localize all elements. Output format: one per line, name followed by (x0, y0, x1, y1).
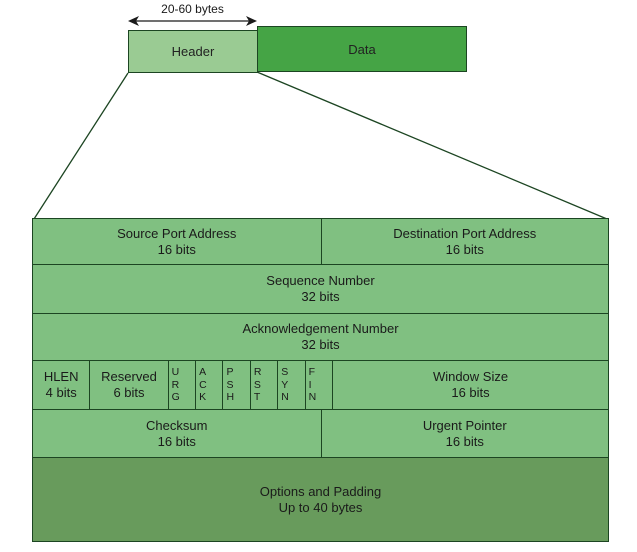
right-arrowhead-icon (246, 16, 257, 26)
field-size: 16 bits (445, 241, 484, 257)
table-row-sequence: Sequence Number 32 bits (33, 264, 608, 313)
field-reserved: Reserved 6 bits (89, 361, 167, 409)
table-row-flags: HLEN 4 bits Reserved 6 bits URG ACK PSH … (33, 360, 608, 409)
left-arrowhead-icon (128, 16, 139, 26)
field-name: Urgent Pointer (422, 417, 507, 433)
flag-label: FIN (308, 366, 317, 404)
table-row-checksum: Checksum 16 bits Urgent Pointer 16 bits (33, 409, 608, 457)
flag-psh: PSH (222, 361, 249, 409)
flag-rst: RST (249, 361, 277, 409)
flag-label: RST (253, 366, 262, 404)
left-connector-line (33, 72, 129, 220)
field-size: 6 bits (113, 385, 145, 400)
field-size: 16 bits (157, 241, 196, 257)
flag-label: PSH (226, 366, 235, 404)
field-size: 16 bits (451, 385, 490, 400)
field-size: 4 bits (45, 385, 77, 400)
right-connector-line (256, 71, 608, 220)
data-box-label: Data (348, 41, 376, 57)
flag-urg: URG (167, 361, 195, 409)
field-size: 32 bits (301, 289, 340, 304)
table-row-acknowledgement: Acknowledgement Number 32 bits (33, 313, 608, 360)
field-name: HLEN (43, 369, 79, 384)
flag-ack: ACK (195, 361, 222, 409)
size-arrow-label: 20-60 bytes (161, 2, 224, 16)
field-size: 16 bits (445, 433, 484, 449)
header-box: Header (128, 30, 258, 73)
field-source-port: Source Port Address 16 bits (33, 219, 321, 264)
field-name: Window Size (432, 369, 509, 384)
field-window-size: Window Size 16 bits (332, 361, 608, 409)
data-box: Data (257, 26, 467, 72)
field-size: 32 bits (301, 337, 340, 352)
field-name: Acknowledgement Number (242, 321, 399, 336)
field-name: Sequence Number (266, 273, 375, 288)
field-name: Reserved (101, 369, 157, 384)
field-checksum: Checksum 16 bits (33, 410, 321, 457)
field-name: Destination Port Address (393, 225, 537, 241)
field-hlen: HLEN 4 bits (33, 361, 89, 409)
table-row-ports: Source Port Address 16 bits Destination … (33, 219, 608, 264)
field-sequence-number: Sequence Number 32 bits (33, 265, 608, 313)
field-name: Source Port Address (117, 225, 237, 241)
table-row-options: Options and Padding Up to 40 bytes (33, 457, 608, 541)
flag-label: ACK (199, 366, 207, 404)
field-acknowledgement-number: Acknowledgement Number 32 bits (33, 314, 608, 360)
field-destination-port: Destination Port Address 16 bits (320, 219, 609, 264)
flag-label: URG (171, 366, 180, 404)
field-urgent-pointer: Urgent Pointer 16 bits (320, 410, 609, 457)
field-size: 16 bits (157, 433, 196, 449)
flag-syn: SYN (277, 361, 304, 409)
field-name: Options and Padding (259, 483, 382, 499)
field-name: Checksum (146, 417, 208, 433)
field-options-padding: Options and Padding Up to 40 bytes (33, 458, 608, 541)
field-size: Up to 40 bytes (278, 499, 363, 515)
flag-label: SYN (281, 366, 289, 404)
tcp-header-table: Source Port Address 16 bits Destination … (32, 218, 609, 542)
header-box-label: Header (171, 44, 215, 59)
flag-fin: FIN (304, 361, 332, 409)
